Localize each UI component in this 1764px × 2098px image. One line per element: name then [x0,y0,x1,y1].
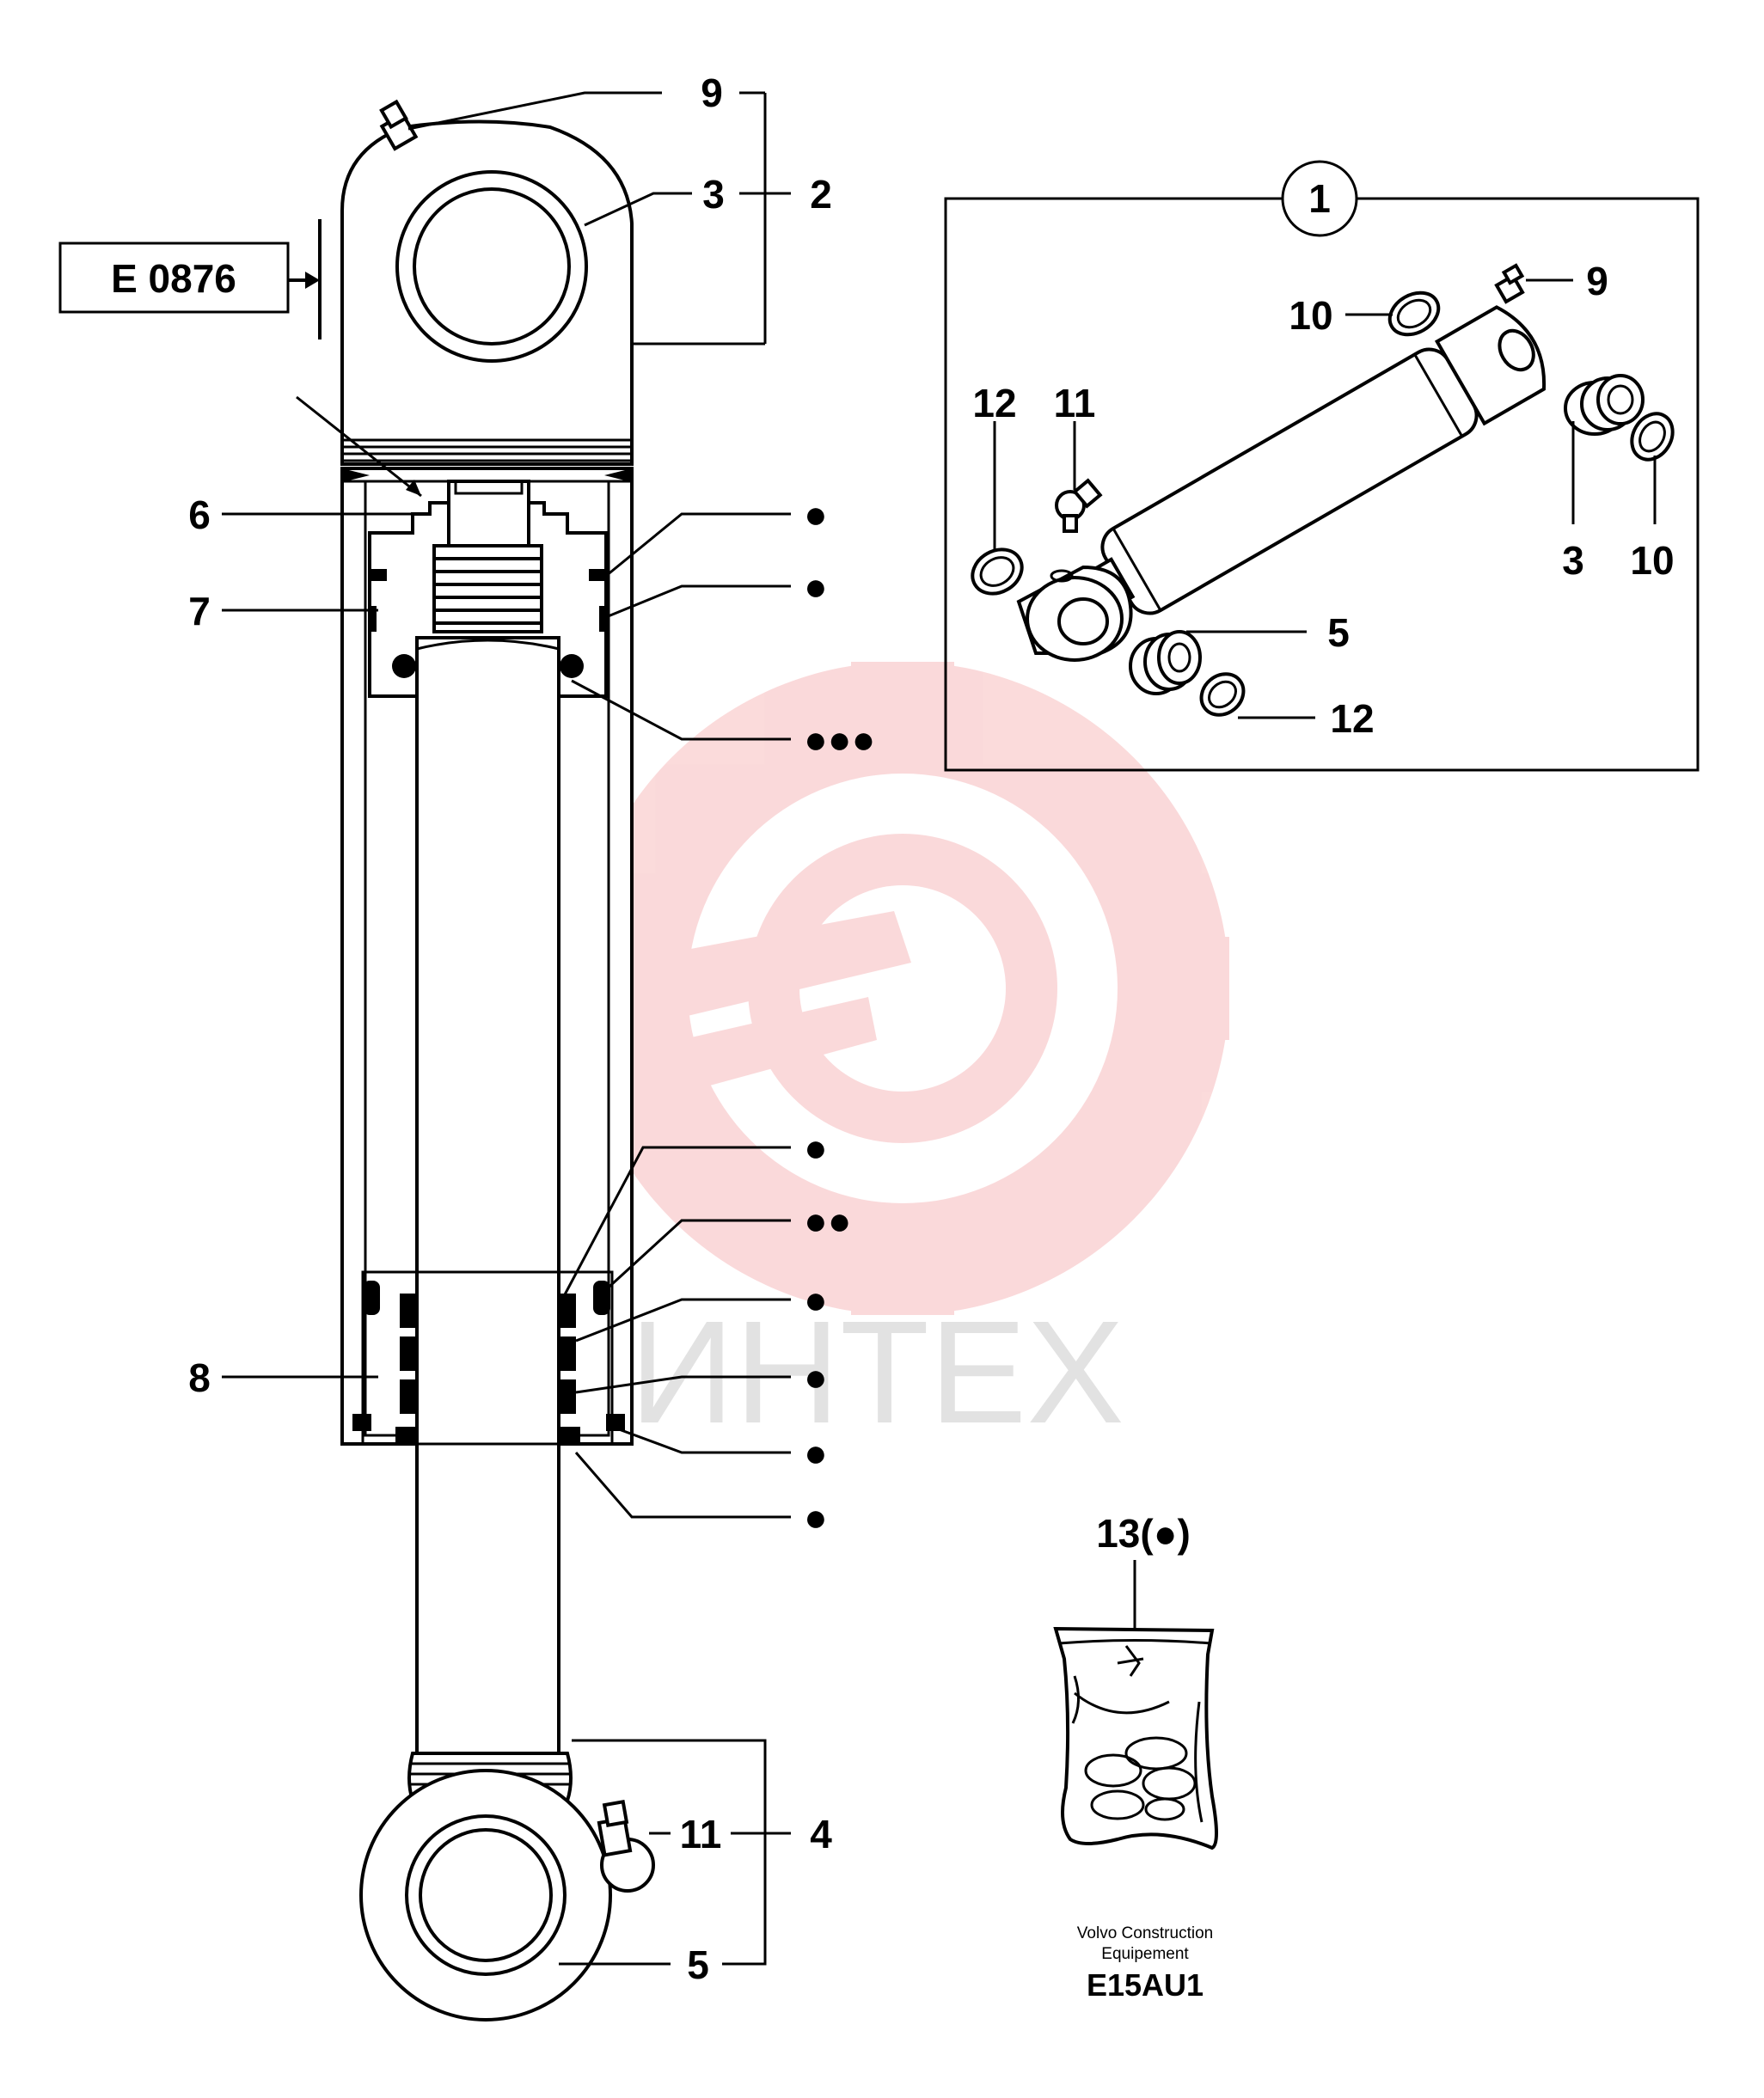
head-band [342,438,632,462]
piston-rod [415,636,560,1757]
inset-grease-nipple-9 [1494,263,1525,304]
footer-code: E15AU1 [1087,1967,1204,2003]
piston-threads [432,544,543,633]
seal-marker-8: ● [804,1430,828,1475]
seal-marker-3: ●●● [804,717,875,762]
rod-end-eye-bushing [405,1814,567,1976]
footer-line-1: Volvo Construction [1077,1924,1213,1942]
callout-5-main: 5 [687,1942,709,1987]
main-cylinder [340,99,655,2022]
piston-nut [447,480,530,547]
inset-washer-12b [1199,672,1246,717]
seal-marker-6: ● [804,1277,828,1322]
callout-2-main: 2 [810,172,832,217]
seal-marker-5: ●● [804,1198,852,1243]
callout-4-main: 4 [810,1812,832,1856]
inset-circle [1281,160,1358,237]
seal-marker-4: ● [804,1125,828,1170]
reference-box-label: E 0876 [111,256,236,301]
reference-box: E 0876 [58,219,322,339]
inset-callout-5: 5 [1327,610,1350,655]
seal-kit-bag: 13(●) [1053,1511,1218,1850]
inset-bushing-3 [1564,374,1645,436]
inset-callout-10b: 10 [1630,538,1674,583]
top-eye-inner [413,187,571,346]
main-leader-lines [222,91,791,1966]
seal-marker-2: ● [804,564,828,609]
footer-line-2: Equipement [1101,1945,1189,1963]
callout-8-main: 8 [188,1355,211,1400]
seal-marker-7: ● [804,1355,828,1399]
top-eye-outer [395,170,588,363]
kit-callout-13: 13(●) [1096,1511,1191,1556]
inset-callout-9: 9 [1586,259,1608,303]
inset-callout-11: 11 [1054,381,1096,425]
inset-callout-10a: 10 [1289,293,1332,338]
callout-3-main: 3 [702,172,725,217]
watermark-text: ИНТЕХ [629,1291,1124,1454]
callout-9-main: 9 [701,70,723,115]
seal-marker-1: ● [804,492,828,536]
inset-bushing-5 [1129,630,1202,695]
footer: Volvo Construction Equipement E15AU1 [1077,1924,1213,2003]
callout-6-main: 6 [188,492,211,537]
inset-grease-nipple-11 [1055,478,1103,533]
inset-callout-3: 3 [1562,538,1584,583]
inset-assembly: 1 [944,160,1700,772]
callout-11-main: 11 [680,1812,722,1856]
seal-marker-9: ● [804,1495,828,1539]
inset-circle-label: 1 [1308,176,1331,221]
inset-callout-12b: 12 [1330,696,1374,741]
grease-nipple-top [379,99,419,151]
inset-callout-12a: 12 [972,381,1016,425]
callout-7-main: 7 [188,589,211,633]
rod-end-eye-outer [359,1769,612,2022]
grease-nipple-bottom [597,1799,655,1893]
inset-washer-12a [971,547,1024,596]
gland [361,1270,614,1446]
